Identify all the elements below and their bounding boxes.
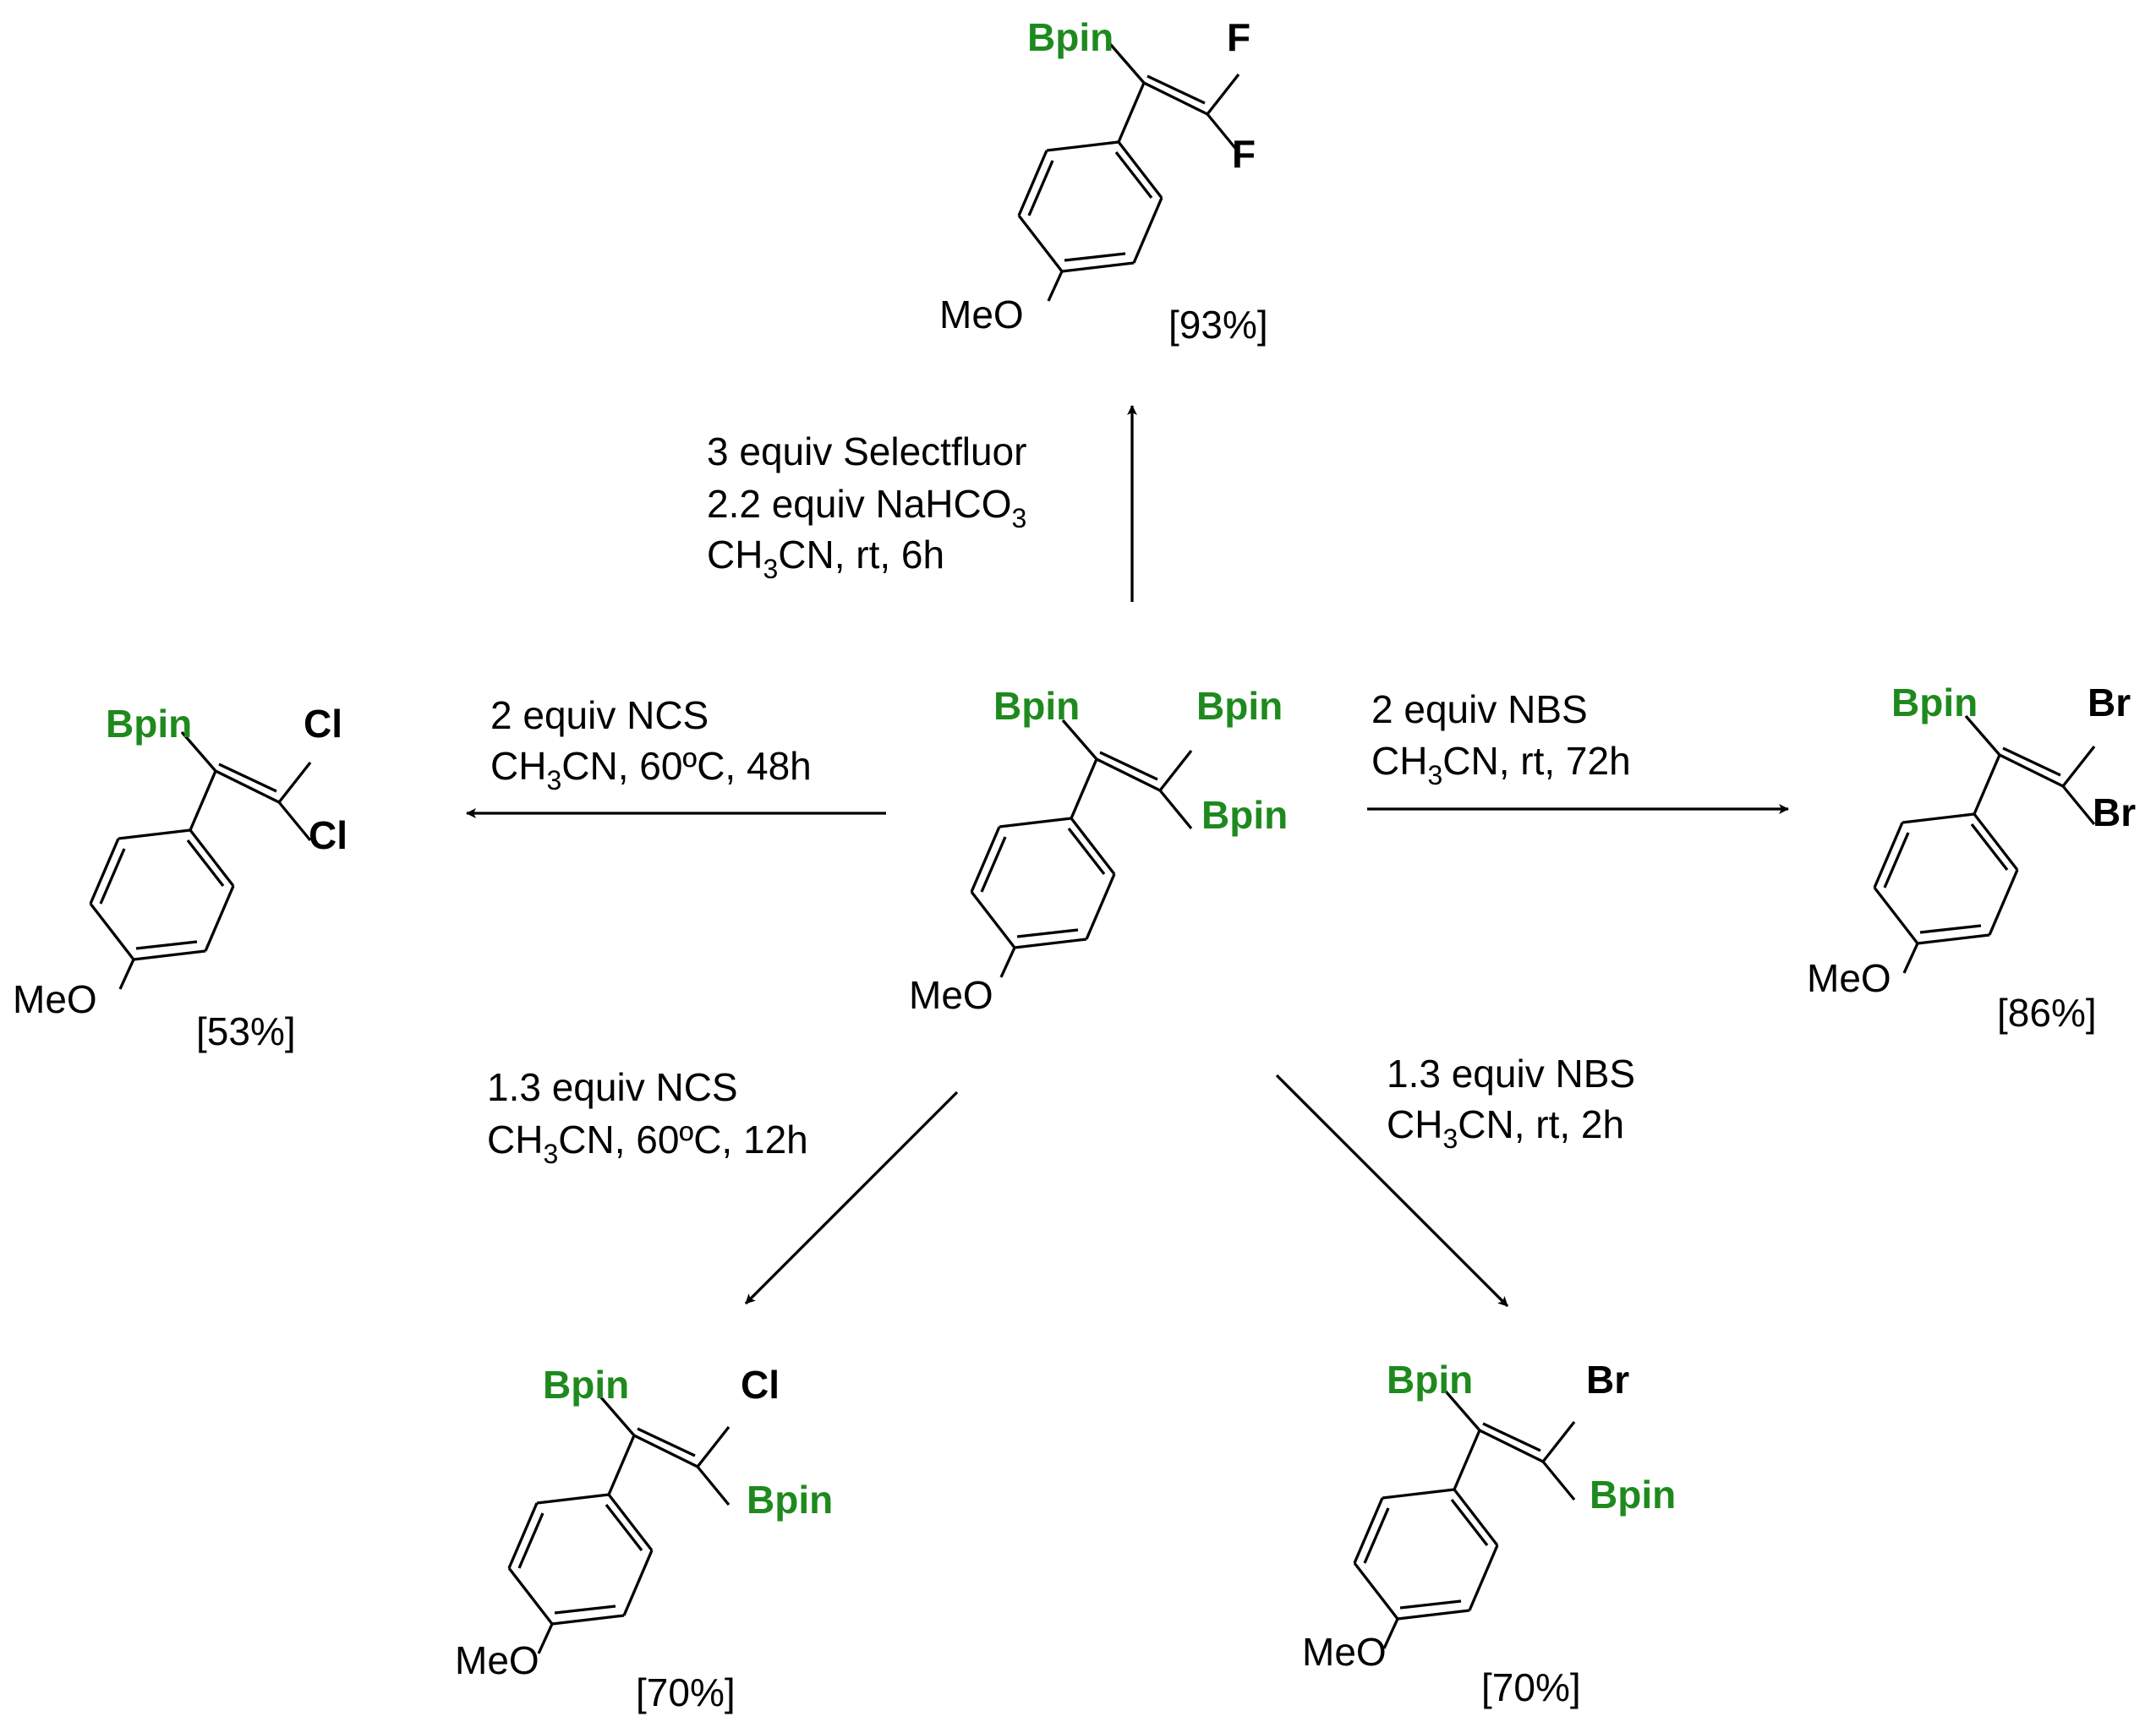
condition-line: CH3CN, rt, 2h — [1387, 1102, 1624, 1154]
product-difluoro: Bpin F F MeO — [939, 15, 1256, 336]
methoxy-label: MeO — [13, 977, 97, 1021]
bromine-label: Br — [2088, 681, 2131, 724]
conditions-left: 2 equiv NCS CH3CN, 60ºC, 48h — [490, 693, 812, 795]
condition-line: CH3CN, 60ºC, 48h — [490, 744, 812, 795]
condition-line: CH3CN, rt, 72h — [1371, 739, 1631, 790]
condition-line: 2 equiv NCS — [490, 693, 709, 737]
chlorine-label: Cl — [741, 1363, 780, 1407]
yield-bottom-left: [70%] — [636, 1670, 736, 1714]
methoxy-label: MeO — [939, 292, 1024, 336]
product-dibromo: Bpin Br Br MeO — [1807, 681, 2136, 1000]
methoxy-label: MeO — [455, 1638, 539, 1682]
condition-line: 1.3 equiv NBS — [1387, 1052, 1635, 1096]
chlorine-label: Cl — [304, 702, 342, 746]
bpin-label: Bpin — [1027, 15, 1114, 59]
bpin-label: Bpin — [747, 1478, 833, 1522]
fluorine-label: F — [1227, 15, 1250, 59]
bromine-label: Br — [1586, 1358, 1629, 1402]
yield-left: [53%] — [196, 1009, 296, 1053]
condition-line: 2.2 equiv NaHCO3 — [707, 482, 1026, 533]
condition-line: 3 equiv Selectfluor — [707, 429, 1026, 473]
chlorine-label: Cl — [309, 813, 347, 857]
conditions-right: 2 equiv NBS CH3CN, rt, 72h — [1371, 687, 1631, 790]
arrow-bottom-right — [1275, 1074, 1509, 1308]
bpin-label: Bpin — [1201, 793, 1288, 837]
bromine-label: Br — [2093, 790, 2136, 834]
product-dichloro: Bpin Cl Cl MeO — [13, 702, 347, 1021]
methoxy-label: MeO — [909, 973, 993, 1017]
bpin-label: Bpin — [543, 1363, 629, 1407]
bpin-label: Bpin — [1387, 1358, 1473, 1402]
starting-material: Bpin Bpin Bpin MeO — [909, 684, 1288, 1017]
condition-line: 1.3 equiv NCS — [487, 1065, 738, 1109]
arrow-bottom-left — [744, 1091, 959, 1305]
yield-bottom-right: [70%] — [1481, 1665, 1581, 1709]
product-bromo-bisbpin: Bpin Br Bpin MeO — [1302, 1358, 1676, 1674]
condition-line: CH3CN, rt, 6h — [707, 533, 944, 584]
condition-line: CH3CN, 60ºC, 12h — [487, 1118, 808, 1169]
bpin-label: Bpin — [993, 684, 1080, 728]
methoxy-label: MeO — [1302, 1630, 1387, 1674]
bpin-label: Bpin — [1590, 1473, 1676, 1517]
bpin-label: Bpin — [1196, 684, 1283, 728]
yield-top: [93%] — [1168, 303, 1268, 347]
conditions-bottom-left: 1.3 equiv NCS CH3CN, 60ºC, 12h — [487, 1065, 808, 1169]
methoxy-label: MeO — [1807, 956, 1891, 1000]
conditions-top: 3 equiv Selectfluor 2.2 equiv NaHCO3 CH3… — [707, 429, 1026, 584]
condition-line: 2 equiv NBS — [1371, 687, 1588, 731]
bpin-label: Bpin — [1891, 681, 1978, 724]
bpin-label: Bpin — [106, 702, 192, 746]
fluorine-label: F — [1232, 132, 1256, 176]
yield-right: [86%] — [1997, 991, 2097, 1035]
conditions-bottom-right: 1.3 equiv NBS CH3CN, rt, 2h — [1387, 1052, 1635, 1154]
product-chloro-bisbpin: Bpin Cl Bpin MeO — [455, 1363, 833, 1682]
